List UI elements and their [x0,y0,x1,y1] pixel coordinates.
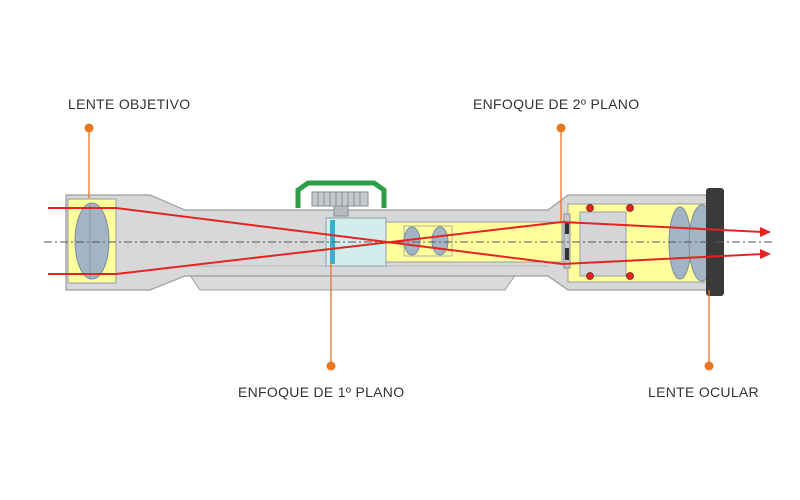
eyepiece-assembly [563,188,724,296]
callout-dot-ocular-lens [704,361,714,371]
label-ocular-lens: LENTE OCULAR [648,384,759,400]
focus-turret [295,180,387,217]
ray-arrowhead-upper [760,227,771,237]
objective-lens-glass [74,202,110,280]
ray-arrowhead-lower [760,249,771,259]
objective-assembly [67,198,117,284]
light-rays [48,207,765,275]
label-second-plane-focus: ENFOQUE DE 2º PLANO [473,96,640,112]
label-first-plane-focus: ENFOQUE DE 1º PLANO [238,384,405,400]
callout-dot-objective-lens [84,123,94,133]
callout-dot-second-plane [556,123,566,133]
ocular-lens-glass-1 [668,206,692,280]
label-objective-lens: LENTE OBJETIVO [68,96,191,112]
callout-dot-first-plane [326,361,336,371]
eyepiece-rubber-cup [706,188,724,296]
